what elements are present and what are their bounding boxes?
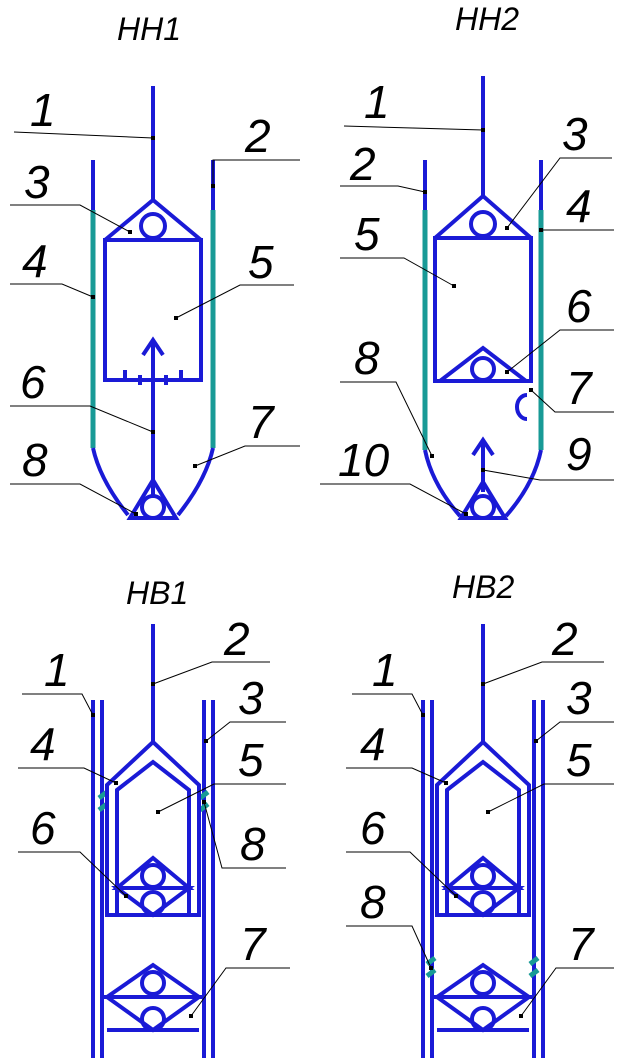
nv1-label-3: 3 bbox=[238, 672, 264, 724]
nv2-label-7: 7 bbox=[568, 918, 595, 970]
nv1-label-4: 4 bbox=[30, 718, 56, 770]
nv2-label-6: 6 bbox=[360, 802, 386, 854]
nv1-car-pulley-bottom bbox=[140, 890, 166, 916]
nv2-car-pulley-top bbox=[470, 863, 496, 889]
nv2-label-2: 2 bbox=[551, 613, 578, 665]
nn1-label-4: 4 bbox=[22, 235, 48, 287]
nn1-label-3: 3 bbox=[24, 156, 50, 208]
nn2-catcher bbox=[515, 393, 528, 421]
nv1-bottom-pulley-top bbox=[140, 970, 166, 996]
nn2-label-5: 5 bbox=[354, 208, 380, 260]
nn2-label-7: 7 bbox=[566, 362, 593, 414]
nn1-label-2: 2 bbox=[244, 110, 271, 162]
scheme-nv1: НВ1 1 2 bbox=[18, 575, 290, 1058]
nv1-label-2: 2 bbox=[223, 613, 250, 665]
nv2-car-outer bbox=[435, 739, 531, 917]
nv1-label-7: 7 bbox=[240, 918, 267, 970]
nv2-label-3: 3 bbox=[566, 672, 592, 724]
nv1-label-8: 8 bbox=[240, 818, 266, 870]
nv2-bottom-pulley-bottom bbox=[470, 1006, 496, 1032]
nn1-label-6: 6 bbox=[20, 356, 46, 408]
nv1-car-pulley-top bbox=[140, 863, 166, 889]
nn2-bottom-pulley bbox=[470, 494, 496, 520]
scheme-nn2: НН2 1 2 3 4 5 bbox=[320, 1, 614, 520]
nv2-label-1: 1 bbox=[372, 644, 398, 696]
nv1-car-outer bbox=[105, 739, 201, 917]
nn1-label-8: 8 bbox=[22, 434, 48, 486]
nv1-label-5: 5 bbox=[238, 734, 264, 786]
nv1-label-1: 1 bbox=[44, 644, 70, 696]
nv2-label-4: 4 bbox=[360, 718, 386, 770]
nn1-label-7: 7 bbox=[248, 396, 275, 448]
nn2-label-8: 8 bbox=[354, 332, 380, 384]
title-nv2: НВ2 bbox=[452, 569, 514, 605]
nv1-car-inner bbox=[115, 759, 191, 917]
nn1-label-5: 5 bbox=[248, 236, 274, 288]
nn2-label-3: 3 bbox=[562, 108, 588, 160]
title-nv1: НВ1 bbox=[126, 575, 188, 611]
nv2-label-8: 8 bbox=[360, 876, 386, 928]
nn2-label-2: 2 bbox=[349, 138, 376, 190]
nn2-label-6: 6 bbox=[566, 280, 592, 332]
title-nn1: НН1 bbox=[117, 11, 181, 47]
nn2-label-1: 1 bbox=[364, 76, 390, 128]
nn2-top-pulley bbox=[469, 210, 497, 238]
nn1-bottom-pulley bbox=[140, 494, 166, 520]
nn2-label-10: 10 bbox=[338, 434, 390, 486]
scheme-nv2: НВ2 1 2 3 4 bbox=[346, 569, 614, 1058]
nn2-car-bottom-frame bbox=[434, 345, 532, 383]
nv2-label-5: 5 bbox=[566, 734, 592, 786]
nv2-bottom-pulley-top bbox=[470, 970, 496, 996]
nv1-bottom-pulley-bottom bbox=[140, 1006, 166, 1032]
nv2-car-inner bbox=[445, 759, 521, 917]
title-nn2: НН2 bbox=[455, 1, 519, 37]
nv1-label-6: 6 bbox=[30, 802, 56, 854]
nn1-car-top bbox=[103, 197, 203, 242]
nv2-car-pulley-bottom bbox=[470, 890, 496, 916]
nn2-car-bottom-pulley bbox=[470, 356, 496, 382]
nn2-label-9: 9 bbox=[566, 428, 592, 480]
nn1-label-1: 1 bbox=[30, 84, 56, 136]
nn1-top-pulley bbox=[139, 212, 167, 240]
nn2-label-4: 4 bbox=[566, 180, 592, 232]
scheme-nn1: НН1 1 2 3 bbox=[10, 11, 300, 520]
